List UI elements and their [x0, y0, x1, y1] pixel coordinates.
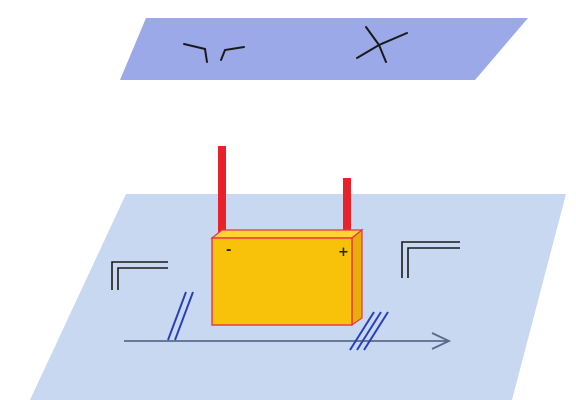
hatch-left: [167, 291, 194, 341]
upper-plane-symbol-right: [356, 26, 408, 63]
corner-mark-right: [401, 241, 460, 278]
battery-negative-label: -: [226, 243, 231, 258]
upper-plane: [120, 18, 528, 80]
battery-side-face: [351, 228, 363, 327]
corner-mark-left: [111, 261, 168, 290]
upper-plane-symbol-left: [183, 43, 245, 63]
battery: - +: [210, 228, 364, 327]
battery-top-face: [210, 229, 364, 239]
hatch-right: [349, 311, 389, 351]
battery-front-face: [211, 237, 353, 326]
battery-positive-label: +: [338, 245, 349, 260]
negative-terminal: [218, 146, 226, 240]
positive-terminal: [343, 178, 351, 236]
axis-arrowhead: [431, 332, 452, 350]
